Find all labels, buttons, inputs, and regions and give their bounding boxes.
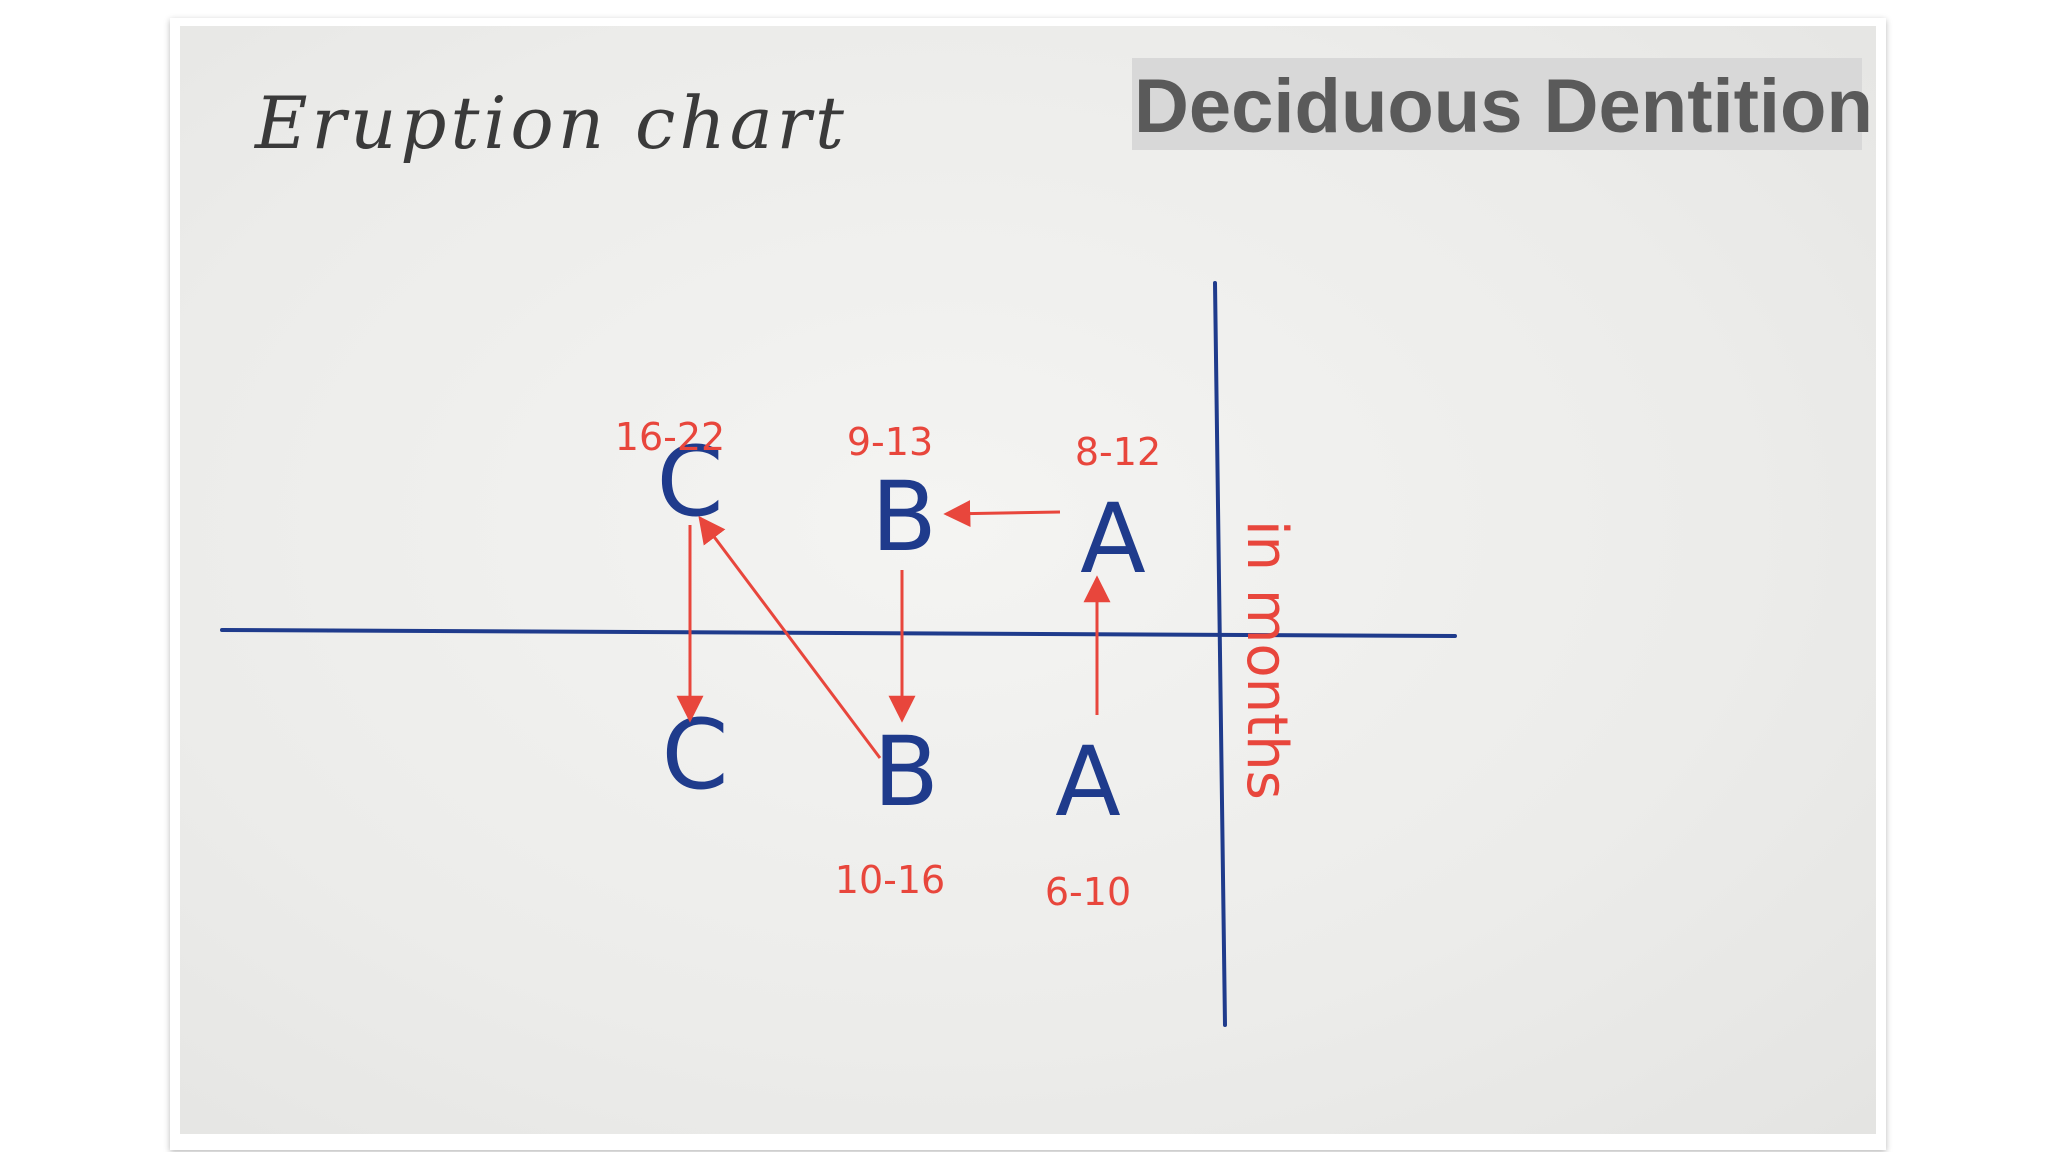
in-months-label: in months xyxy=(1234,520,1299,800)
upper-c-range: 16-22 xyxy=(615,415,725,459)
lower-a-range: 6-10 xyxy=(1045,870,1131,914)
upper-tooth-b: B xyxy=(871,461,937,573)
arrow-lower-b-to-upper-c xyxy=(698,515,882,759)
lower-b-range: 10-16 xyxy=(835,858,945,902)
deciduous-dentition-badge: Deciduous Dentition xyxy=(1134,64,1873,149)
whiteboard xyxy=(180,26,1876,1134)
upper-tooth-a: A xyxy=(1080,483,1146,595)
eruption-chart-title: Eruption chart xyxy=(253,81,848,165)
lower-tooth-c: C xyxy=(661,699,728,811)
lower-tooth-b: B xyxy=(873,716,939,828)
lower-tooth-a: A xyxy=(1055,726,1121,838)
arrow-upper-a-to-upper-b xyxy=(943,500,1061,528)
horizontal-axis xyxy=(220,628,1457,638)
photo-frame xyxy=(170,18,1886,1150)
badge-background xyxy=(1132,58,1862,150)
upper-b-range: 9-13 xyxy=(847,420,933,464)
upper-a-range: 8-12 xyxy=(1075,430,1161,474)
vertical-axis xyxy=(1213,281,1227,1027)
